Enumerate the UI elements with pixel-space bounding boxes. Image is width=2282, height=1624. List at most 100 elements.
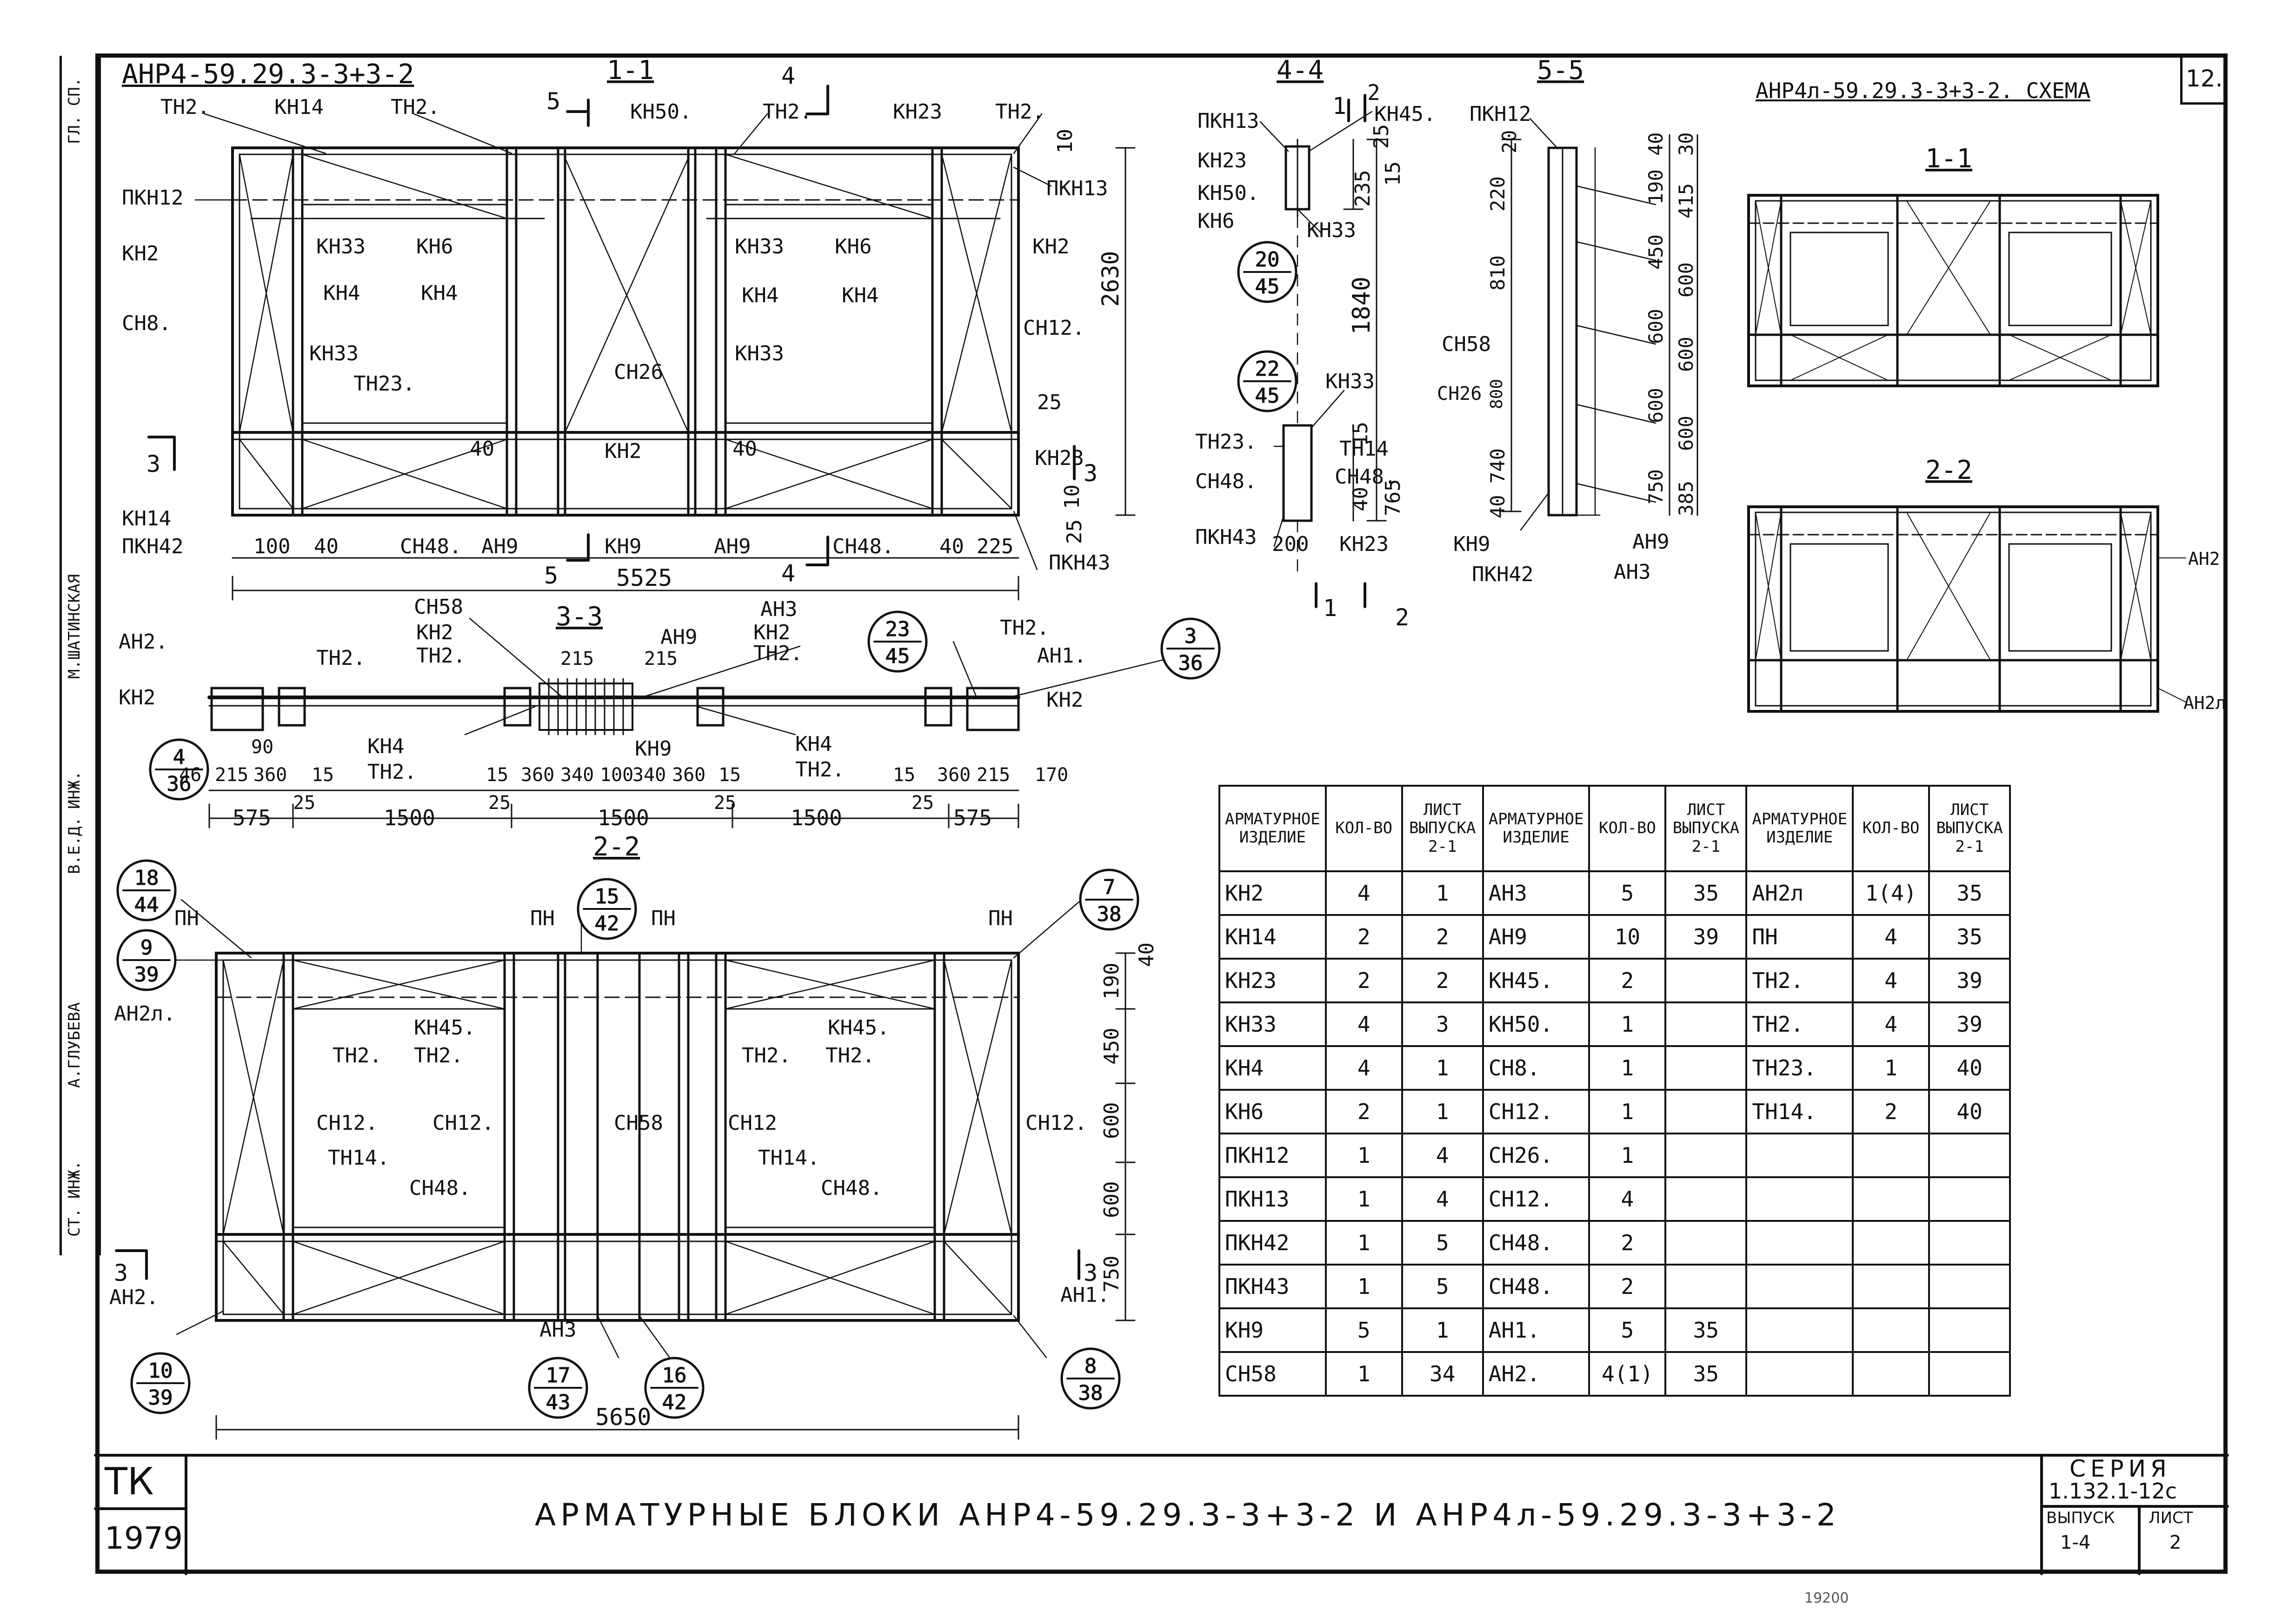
table-cell — [1928, 1133, 2011, 1178]
cut-mark-label: 3 — [1084, 1259, 1098, 1286]
v11-dim: 2630 — [1097, 251, 1124, 307]
section-2-2-title: 2-2 — [593, 832, 640, 862]
v22-label: СН58 — [614, 1111, 663, 1135]
table-cell: 2 — [1588, 1264, 1667, 1309]
main-title: АРМАТУРНЫЕ БЛОКИ АНР4-59.29.3-3+3-2 И АН… — [535, 1497, 1841, 1533]
table-cell: 35 — [1928, 870, 2011, 916]
table-cell: 2 — [1588, 958, 1667, 1003]
v44-dim: 40 — [1349, 487, 1372, 511]
v22-dim: 5650 — [595, 1404, 651, 1431]
v44-label: КН33 — [1307, 219, 1356, 242]
section-1-1-title: 1-1 — [607, 55, 654, 86]
v55-dim-right: 30 — [1675, 132, 1697, 156]
table-cell — [1852, 1307, 1930, 1353]
v44-dim: 15 — [1381, 161, 1405, 186]
table-cell — [1745, 1133, 1854, 1178]
table-cell: КН2 — [1218, 870, 1327, 916]
table-cell: 5 — [1401, 1220, 1484, 1266]
schema-1-1 — [1747, 194, 2159, 387]
v11-label: ПКН13 — [1046, 177, 1108, 200]
table-cell: 4 — [1852, 958, 1930, 1003]
v33-dim: 25 — [911, 792, 934, 814]
v33-label: СН58 — [414, 595, 463, 619]
v44-label: ПКН13 — [1198, 109, 1259, 133]
v33-dim: 15 — [719, 764, 741, 786]
table-cell: 3 — [1401, 1001, 1484, 1047]
v33-label: АН9 — [660, 625, 697, 649]
v33-dim: 25 — [293, 792, 315, 814]
v33-label: АН2. — [119, 630, 168, 654]
table-cell: ТН23. — [1745, 1045, 1854, 1091]
table-cell: 2 — [1324, 914, 1403, 960]
v11-dim: 225 — [977, 535, 1013, 558]
v11-dim: 40 — [732, 437, 757, 461]
v11-label: ТН23. — [353, 372, 415, 396]
v55-label: ПКН12 — [1470, 102, 1531, 126]
v33-dim: 215 — [977, 764, 1010, 786]
v33-dim: 15 — [893, 764, 915, 786]
table-cell: 1 — [1588, 1133, 1667, 1178]
v44-label: КН45. — [1374, 102, 1436, 126]
callout-number: 7 — [1103, 875, 1116, 899]
table-cell: 1 — [1588, 1089, 1667, 1134]
table-cell: 2 — [1324, 1089, 1403, 1134]
schema-2-2 — [1747, 505, 2186, 713]
tk-mark: ТК — [105, 1460, 154, 1503]
v33-dim: 360 — [937, 764, 971, 786]
v44-label: КН33 — [1325, 370, 1375, 393]
v33-dim: 1500 — [384, 805, 435, 830]
table-cell — [1745, 1176, 1854, 1222]
v22-label: СН12. — [432, 1111, 494, 1135]
v33-dim: 360 — [672, 764, 705, 786]
table-cell: 1 — [1324, 1351, 1403, 1397]
v22-label: ТН2. — [825, 1044, 875, 1067]
table-cell: АН1. — [1482, 1307, 1590, 1353]
table-cell: 1 — [1401, 870, 1484, 916]
v11-label: КН4 — [742, 284, 778, 307]
callout-number: 10 — [148, 1359, 173, 1383]
cut-mark-label: 5 — [546, 88, 560, 115]
v33-dim: 340 — [560, 764, 594, 786]
table-cell: 39 — [1928, 1001, 2011, 1047]
v44-label: КН23 — [1198, 149, 1247, 172]
list-label: ЛИСТ — [2149, 1509, 2193, 1527]
callout-number: 16 — [662, 1364, 687, 1387]
table-cell — [1664, 1089, 1748, 1134]
v11-label: ПКН42 — [122, 535, 183, 558]
cut-mark-label: 2 — [1395, 604, 1409, 631]
table-cell — [1745, 1264, 1854, 1309]
table-cell: 4 — [1324, 870, 1403, 916]
schema-label: АН2 — [2188, 549, 2220, 569]
v11-label: ТН2. — [995, 100, 1045, 124]
table-cell: КН9 — [1218, 1307, 1327, 1353]
v33-dim: 25 — [488, 792, 511, 814]
v33-dim: 215 — [644, 648, 678, 669]
table-cell: ТН2. — [1745, 1001, 1854, 1047]
list-value: 2 — [2169, 1532, 2182, 1553]
v44-label: СН48. — [1335, 465, 1396, 489]
v11-dim: 5525 — [616, 564, 672, 591]
v33-label: АН3 — [760, 597, 797, 621]
v11-label: КН4 — [323, 281, 360, 305]
v11-label: СН26 — [614, 360, 663, 384]
v11-label: КН50. — [630, 100, 692, 124]
v55-dim-left: 40 — [1486, 495, 1509, 518]
col-header: АРМАТУРНОЕ ИЗДЕЛИЕ — [1482, 785, 1590, 872]
v11-dim: 40 — [939, 535, 964, 558]
table-cell: 35 — [1664, 1351, 1748, 1397]
table-cell — [1852, 1220, 1930, 1266]
table-cell: 1 — [1324, 1133, 1403, 1178]
table-cell: СН8. — [1482, 1045, 1590, 1091]
table-cell: 1 — [1324, 1220, 1403, 1266]
callout-number: 4 — [173, 745, 186, 769]
